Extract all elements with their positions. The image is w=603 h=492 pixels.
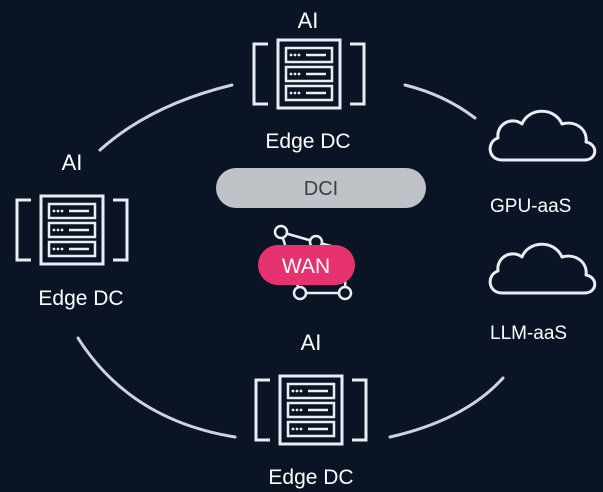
arc-left-bottom — [76, 336, 237, 439]
cloud-label: GPU-aaS — [490, 196, 571, 217]
cloud-icon — [488, 109, 597, 162]
edge-dc-label: Edge DC — [268, 466, 353, 489]
edge-dc-label: Edge DC — [38, 287, 123, 310]
edge-dc-bottom: AI Edge DC — [254, 330, 368, 489]
edge-dc-top: AI Edge DC — [252, 8, 366, 153]
edge-dc-left: AI Edge DC — [15, 150, 129, 310]
ai-label: AI — [301, 330, 322, 355]
server-rack-icon — [252, 38, 366, 110]
edge-dc-label: Edge DC — [265, 130, 350, 153]
dci-label: DCI — [304, 178, 338, 200]
server-rack-icon — [254, 374, 368, 446]
arc-top-left — [98, 83, 234, 152]
connection-arcs — [76, 83, 505, 439]
wan-label: WAN — [282, 255, 330, 278]
server-rack-icon — [15, 194, 129, 266]
dci-pill: DCI — [216, 168, 426, 208]
ai-label: AI — [62, 150, 83, 175]
arc-bottom-right — [388, 376, 505, 439]
cloud-icon — [488, 242, 597, 295]
wan-badge: WAN — [258, 224, 355, 301]
arc-top-right — [403, 83, 477, 120]
cloud-llm-aas: LLM-aaS — [488, 242, 597, 344]
cloud-label: LLM-aaS — [490, 323, 567, 344]
ai-label: AI — [298, 8, 319, 33]
cloud-gpu-aas: GPU-aaS — [488, 109, 597, 217]
